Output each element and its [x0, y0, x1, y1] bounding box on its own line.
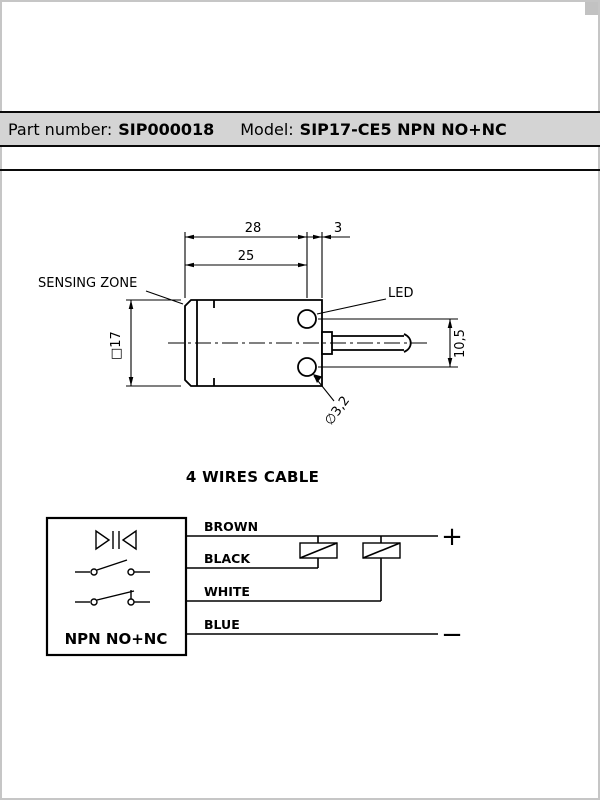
model-label: Model:	[240, 119, 294, 139]
scrollbar-corner[interactable]	[585, 2, 598, 15]
mounting-hole-top	[297, 309, 317, 329]
wire-black-label: BLACK	[204, 551, 251, 566]
dim-3-2-text: ∅3,2	[322, 394, 353, 429]
wire-brown-label: BROWN	[204, 519, 258, 534]
load-symbol-1	[299, 536, 338, 568]
dimension-3-2: ∅3,2	[313, 374, 353, 428]
no-contact-symbol	[75, 559, 150, 576]
part-number-label: Part number:	[8, 119, 113, 139]
led-text: LED	[388, 286, 413, 301]
dim-25-text: 25	[238, 249, 255, 264]
part-number-value: SIP000018	[118, 119, 215, 139]
load-symbol-2	[362, 536, 401, 601]
minus-terminal: −	[441, 620, 463, 650]
dim-28-text: 28	[245, 221, 262, 236]
sensing-zone-text: SENSING ZONE	[38, 276, 137, 291]
model-value: SIP17-CE5 NPN NO+NC	[299, 119, 507, 139]
dimension-10-5: 10,5	[318, 318, 468, 368]
plus-terminal: +	[441, 522, 463, 552]
sensing-zone-label: SENSING ZONE	[38, 276, 184, 305]
sensor-technical-drawing: 28 3 25	[38, 221, 468, 428]
cable-section-title: 4 WIRES CABLE	[185, 468, 320, 486]
dim-17-text: □17	[109, 331, 124, 360]
horizontal-rule	[0, 169, 600, 171]
proximity-sensor-symbol	[95, 529, 137, 551]
wire-white-label: WHITE	[204, 584, 250, 599]
dim-10-5-text: 10,5	[453, 329, 468, 358]
schematic-box-label: NPN NO+NC	[65, 630, 168, 648]
header-bar: Part number: SIP000018 Model: SIP17-CE5 …	[0, 111, 600, 147]
wire-blue-label: BLUE	[204, 617, 240, 632]
dimension-25: 25	[185, 249, 307, 268]
nc-contact-symbol	[75, 590, 150, 606]
led-label: LED	[316, 286, 413, 315]
dimension-3: 3	[298, 221, 350, 298]
wire-black: BLACK	[186, 551, 318, 569]
wire-blue: BLUE	[186, 617, 438, 635]
cable	[321, 331, 412, 355]
mounting-hole-bottom	[297, 357, 317, 377]
sensor-schematic-box: NPN NO+NC	[45, 516, 188, 657]
wiring-diagram: NPN NO+NC BROWN BLACK WHITE BLUE	[45, 516, 463, 657]
dimension-17: □17	[109, 299, 181, 387]
dim-3-text: 3	[334, 221, 342, 236]
wire-brown: BROWN	[186, 519, 438, 537]
wire-white: WHITE	[186, 584, 381, 602]
